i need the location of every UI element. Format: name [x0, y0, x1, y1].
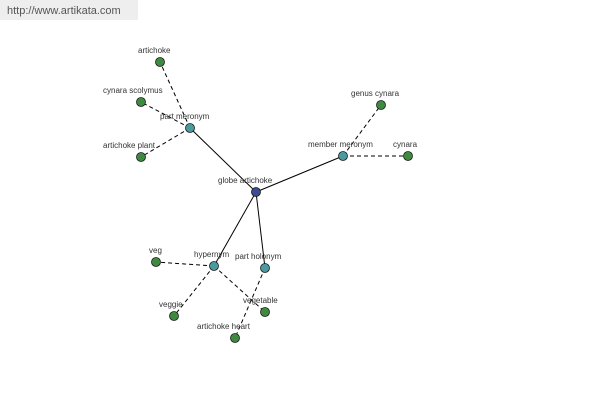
label-cynara-scolymus[interactable]: cynara scolymus [103, 86, 163, 95]
label-cynara[interactable]: cynara [393, 140, 418, 149]
label-genus-cynara[interactable]: genus cynara [351, 89, 400, 98]
edge-hypernym-vegetable [213, 265, 266, 313]
label-artichoke-plant[interactable]: artichoke plant [103, 141, 156, 150]
label-member-meronym[interactable]: member meronym [308, 140, 373, 149]
node-part-meronym[interactable] [185, 123, 195, 133]
edge-member-meronym-genus-cynara [342, 104, 382, 157]
node-cynara[interactable] [403, 151, 413, 161]
label-veggie[interactable]: veggie [159, 300, 183, 309]
node-veggie[interactable] [169, 311, 179, 321]
label-globe-artichoke[interactable]: globe artichoke [218, 176, 273, 185]
edge-part-holonym-artichoke-heart [234, 267, 266, 339]
label-veg[interactable]: veg [149, 246, 162, 255]
label-hypernym[interactable]: hypernym [194, 250, 229, 259]
edge-globe-artichoke-hypernym [213, 191, 257, 267]
node-artichoke-plant[interactable] [136, 152, 146, 162]
edge-globe-artichoke-part-holonym [255, 191, 266, 269]
label-vegetable[interactable]: vegetable [243, 296, 278, 305]
edge-part-meronym-cynara-scolymus [140, 101, 191, 129]
source-bar: http://www.artikata.com [0, 0, 138, 20]
edge-globe-artichoke-part-meronym [189, 127, 257, 193]
node-artichoke-heart[interactable] [230, 333, 240, 343]
edge-part-meronym-artichoke-plant [140, 127, 191, 158]
node-artichoke[interactable] [155, 57, 165, 67]
source-link[interactable]: http://www.artikata.com [7, 5, 121, 17]
label-part-meronym[interactable]: part meronym [160, 112, 210, 121]
label-artichoke[interactable]: artichoke [138, 46, 171, 55]
edge-globe-artichoke-member-meronym [255, 155, 344, 193]
edge-hypernym-veg [155, 261, 215, 267]
label-artichoke-heart[interactable]: artichoke heart [197, 322, 251, 331]
node-globe-artichoke[interactable] [251, 187, 261, 197]
node-genus-cynara[interactable] [376, 100, 386, 110]
edge-hypernym-veggie [173, 265, 215, 317]
node-vegetable[interactable] [260, 307, 270, 317]
edge-part-meronym-artichoke [159, 61, 191, 129]
label-part-holonym[interactable]: part holonym [235, 252, 282, 261]
node-member-meronym[interactable] [338, 151, 348, 161]
node-hypernym[interactable] [209, 261, 219, 271]
node-veg[interactable] [151, 257, 161, 267]
node-cynara-scolymus[interactable] [136, 97, 146, 107]
node-part-holonym[interactable] [260, 263, 270, 273]
